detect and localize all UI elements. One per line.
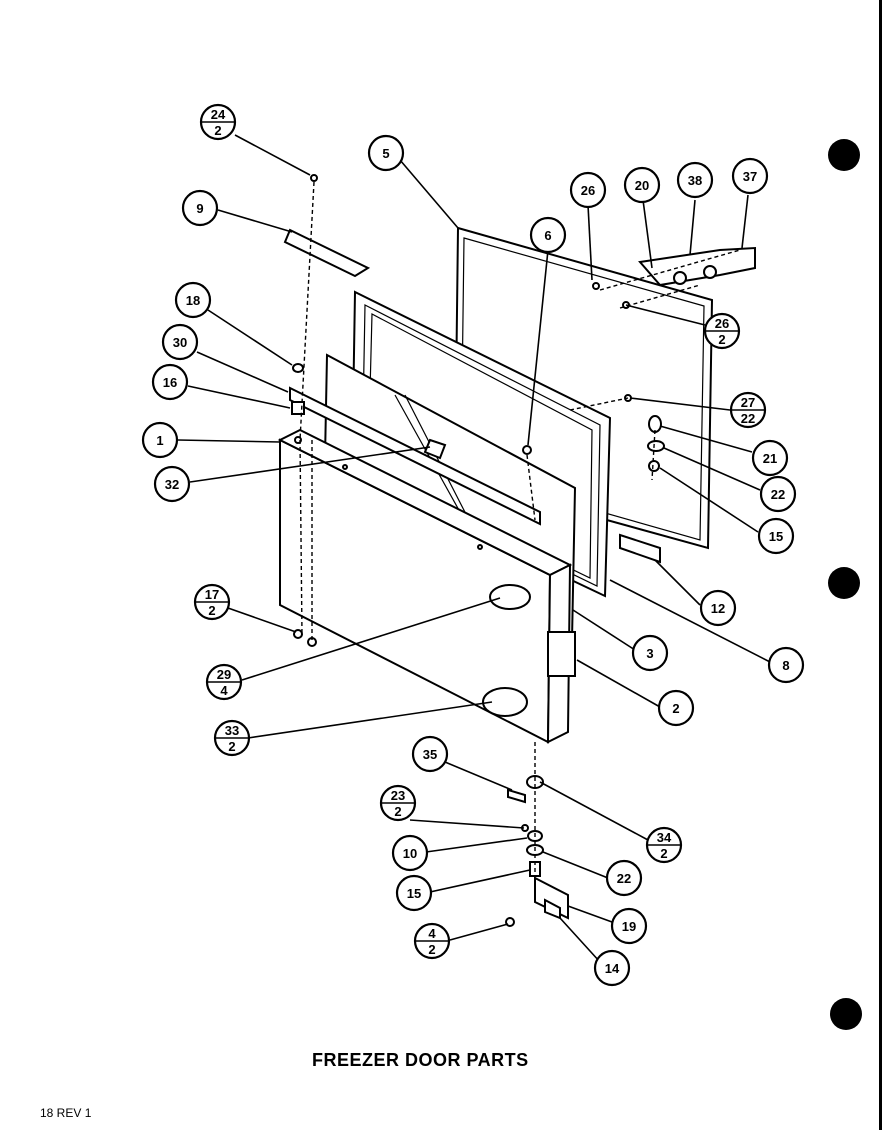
callout-33-2: 33 2 (213, 719, 251, 757)
svg-text:38: 38 (688, 173, 702, 188)
svg-text:2: 2 (394, 804, 401, 819)
svg-text:2: 2 (428, 942, 435, 957)
diagram-title: FREEZER DOOR PARTS (312, 1050, 529, 1070)
svg-text:37: 37 (743, 169, 757, 184)
hinge-bracket-bottom (505, 775, 569, 927)
binder-hole-top (828, 139, 860, 171)
callout-6: 6 (529, 216, 567, 254)
svg-text:34: 34 (657, 830, 672, 845)
trim-strip-part-30 (289, 386, 541, 526)
svg-text:4: 4 (428, 926, 436, 941)
callout-19: 19 (610, 907, 648, 945)
svg-text:30: 30 (173, 335, 187, 350)
svg-text:9: 9 (196, 201, 203, 216)
callout-27-22: 27 22 (729, 391, 767, 429)
callout-22-bottom: 22 (605, 859, 643, 897)
callout-38: 38 (676, 161, 714, 199)
hinge-bracket-top (638, 246, 756, 287)
svg-text:27: 27 (741, 395, 755, 410)
callout-8: 8 (767, 646, 805, 684)
callout-17-2: 17 2 (193, 583, 231, 621)
outer-door-part-1 (277, 428, 573, 744)
svg-text:32: 32 (165, 477, 179, 492)
callout-9: 9 (181, 189, 219, 227)
svg-text:16: 16 (163, 375, 177, 390)
binder-hole-middle (828, 567, 860, 599)
svg-text:15: 15 (407, 886, 421, 901)
svg-text:26: 26 (715, 316, 729, 331)
callout-29-4: 29 4 (205, 663, 243, 701)
svg-text:1: 1 (156, 433, 163, 448)
callout-26: 26 (569, 171, 607, 209)
callout-12: 12 (699, 589, 737, 627)
lower-panel-part-2 (547, 631, 576, 677)
svg-text:2: 2 (718, 332, 725, 347)
svg-text:12: 12 (711, 601, 725, 616)
callout-10: 10 (391, 834, 429, 872)
assembly-lines (299, 181, 741, 890)
svg-text:17: 17 (205, 587, 219, 602)
svg-text:35: 35 (423, 747, 437, 762)
callout-3: 3 (631, 634, 669, 672)
svg-text:22: 22 (741, 411, 755, 426)
callout-14: 14 (593, 949, 631, 987)
callout-23-2: 23 2 (379, 784, 417, 822)
svg-text:2: 2 (660, 846, 667, 861)
svg-text:19: 19 (622, 919, 636, 934)
revision-label: 18 REV 1 (40, 1106, 92, 1120)
callout-24-2: 24 2 (199, 103, 237, 141)
callout-35: 35 (411, 735, 449, 773)
svg-text:10: 10 (403, 846, 417, 861)
svg-text:14: 14 (605, 961, 620, 976)
top-cap-part-9 (283, 228, 371, 278)
svg-text:4: 4 (220, 683, 228, 698)
svg-text:23: 23 (391, 788, 405, 803)
svg-text:5: 5 (382, 146, 389, 161)
callout-34-2: 34 2 (645, 826, 683, 864)
leader-lines (177, 134, 771, 963)
callout-2: 2 (657, 689, 695, 727)
callout-1: 1 (141, 421, 179, 459)
svg-text:2: 2 (672, 701, 679, 716)
callout-15-top: 15 (757, 517, 795, 555)
svg-text:18: 18 (186, 293, 200, 308)
svg-text:22: 22 (617, 871, 631, 886)
callout-20: 20 (623, 166, 661, 204)
svg-text:22: 22 (771, 487, 785, 502)
callout-5: 5 (367, 134, 405, 172)
callout-22-top: 22 (759, 475, 797, 513)
svg-text:26: 26 (581, 183, 595, 198)
svg-text:33: 33 (225, 723, 239, 738)
callout-15-bottom: 15 (395, 874, 433, 912)
svg-text:29: 29 (217, 667, 231, 682)
svg-text:3: 3 (646, 646, 653, 661)
callout-26-2: 26 2 (703, 312, 741, 350)
svg-text:6: 6 (544, 228, 551, 243)
callout-18: 18 (174, 281, 212, 319)
svg-text:8: 8 (782, 658, 789, 673)
callout-4-2: 4 2 (413, 922, 451, 960)
svg-text:15: 15 (769, 529, 783, 544)
callout-30: 30 (161, 323, 199, 361)
svg-text:2: 2 (228, 739, 235, 754)
small-hardware (291, 174, 665, 472)
svg-text:2: 2 (214, 123, 221, 138)
binder-hole-bottom (830, 998, 862, 1030)
callout-16: 16 (151, 363, 189, 401)
callout-21: 21 (751, 439, 789, 477)
callout-32: 32 (153, 465, 191, 503)
svg-text:24: 24 (211, 107, 226, 122)
callout-37: 37 (731, 157, 769, 195)
svg-text:21: 21 (763, 451, 777, 466)
handle-part-12 (619, 533, 661, 564)
svg-text:20: 20 (635, 178, 649, 193)
svg-text:2: 2 (208, 603, 215, 618)
